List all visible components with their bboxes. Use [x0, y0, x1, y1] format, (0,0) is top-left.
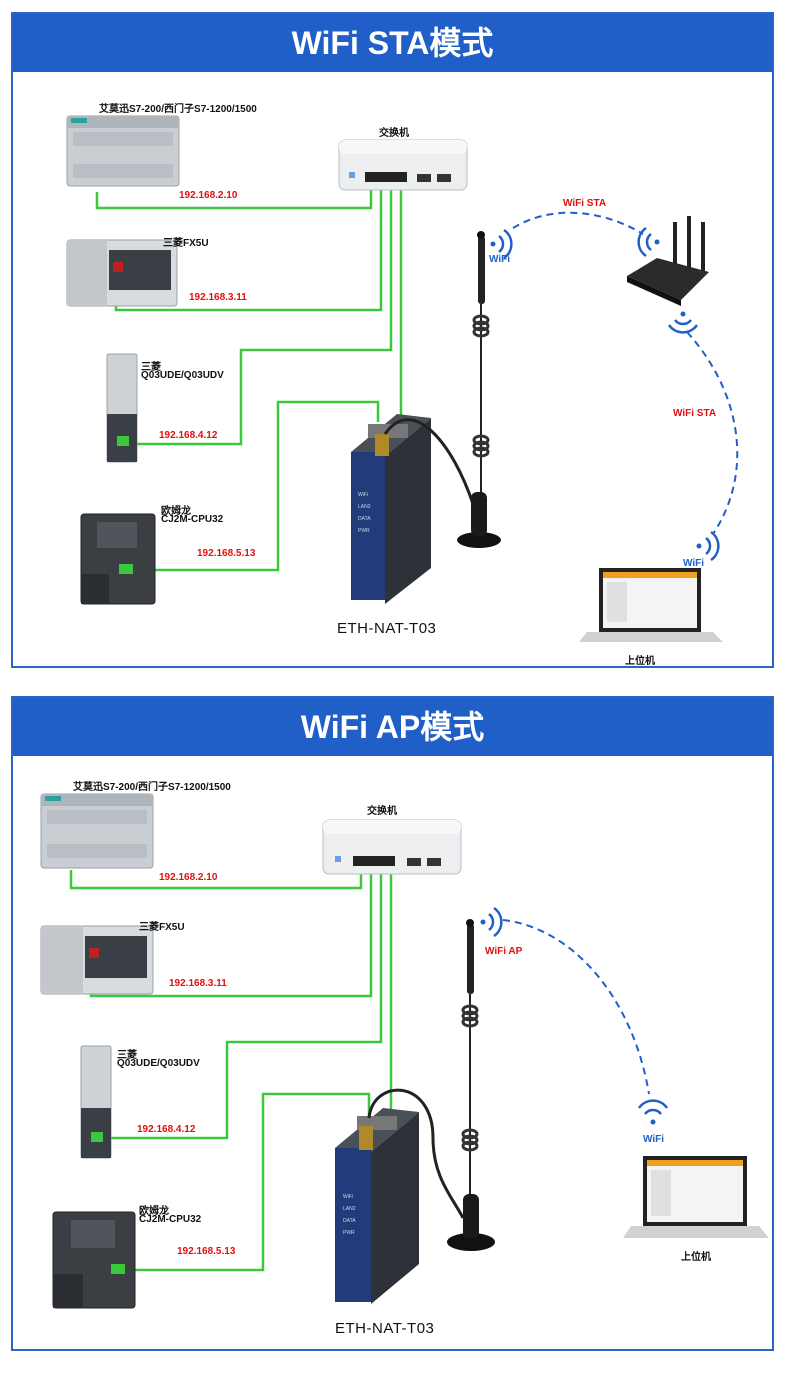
- ap-omron-label-1: 欧姆龙: [139, 1206, 169, 1217]
- ap-ip-siemens: 192.168.2.10: [159, 872, 218, 883]
- wifi-link-sta-2: [686, 331, 739, 535]
- cable-q03: [99, 860, 383, 1140]
- svg-text:PWR: PWR: [358, 528, 370, 534]
- svg-text:WiFi: WiFi: [358, 492, 368, 498]
- ap-ip-fx5u: 192.168.3.11: [169, 978, 227, 989]
- sta-wifi-link-label-1: WiFi STA: [563, 198, 607, 209]
- sta-switch-label: 交换机: [379, 128, 409, 139]
- laptop-image: [623, 1156, 769, 1238]
- ap-ip-omron: 192.168.5.13: [177, 1246, 236, 1257]
- ap-diagram: WiFi LAN2 DATA PWR: [40, 793, 769, 1309]
- ap-panel: WiFi AP模式: [11, 696, 774, 1351]
- siemens-plc-image: [40, 793, 154, 869]
- cable-omron: [131, 400, 380, 572]
- wifi-icon-pc: [696, 530, 720, 562]
- ap-siemens-label: 艾莫迅S7-200/西门子S7-1200/1500: [73, 782, 231, 793]
- wifi-icon-antenna: [490, 228, 513, 260]
- gateway-image: WiFi LAN2 DATA PWR: [335, 1088, 465, 1304]
- sta-gateway-model: ETH-NAT-T03: [337, 620, 437, 637]
- omron-image: [80, 513, 156, 605]
- laptop-image: [579, 568, 723, 642]
- svg-text:DATA: DATA: [343, 1218, 356, 1224]
- ap-title: WiFi AP模式: [13, 698, 772, 756]
- wifi-icon-router-bottom: [667, 311, 699, 334]
- switch-image: [322, 819, 462, 875]
- q03-image: [106, 353, 138, 463]
- sta-fx5u-label: 三菱FX5U: [163, 238, 209, 249]
- sta-pc-label: 上位机: [625, 656, 655, 667]
- sta-ip-q03: 192.168.4.12: [159, 430, 218, 441]
- siemens-plc-image: [66, 115, 180, 187]
- ap-wifi-antenna-label: WiFi AP: [485, 946, 523, 957]
- omron-image: [52, 1211, 136, 1309]
- wifi-link-sta-1: [512, 211, 644, 235]
- cable-omron: [125, 1092, 371, 1272]
- fx5u-image: [40, 925, 154, 995]
- wifi-icon-router-top: [637, 226, 660, 258]
- wifi-icon-pc: [637, 1099, 669, 1125]
- router-image: [627, 216, 709, 306]
- switch-image: [338, 139, 468, 191]
- ap-q03-label-2: Q03UDE/Q03UDV: [117, 1058, 200, 1069]
- ap-fx5u-label: 三菱FX5U: [139, 922, 185, 933]
- sta-ip-siemens: 192.168.2.10: [179, 190, 238, 201]
- gateway-image: WiFi LAN2 DATA PWR: [351, 414, 475, 604]
- sta-wifi-pc-label: WiFi: [683, 558, 705, 569]
- svg-text:LAN2: LAN2: [358, 504, 371, 510]
- ap-switch-label: 交换机: [367, 806, 397, 817]
- sta-q03-label-1: 三菱: [141, 362, 161, 373]
- sta-siemens-label: 艾莫迅S7-200/西门子S7-1200/1500: [99, 104, 257, 115]
- wifi-icon-antenna: [480, 906, 503, 938]
- sta-title: WiFi STA模式: [13, 14, 772, 72]
- antenna-image: [457, 231, 501, 548]
- sta-diagram: WiFi LAN2 DATA PWR: [66, 115, 739, 642]
- sta-ip-omron: 192.168.5.13: [197, 548, 256, 559]
- svg-text:DATA: DATA: [358, 516, 371, 522]
- ap-ip-q03: 192.168.4.12: [137, 1124, 196, 1135]
- ap-gateway-model: ETH-NAT-T03: [335, 1320, 435, 1337]
- ap-wifi-pc-label: WiFi: [643, 1134, 665, 1145]
- sta-panel: WiFi STA模式: [11, 12, 774, 668]
- ap-pc-label: 上位机: [681, 1252, 711, 1263]
- sta-wifi-link-label-2: WiFi STA: [673, 408, 717, 419]
- cable-q03: [125, 178, 393, 446]
- ap-omron-label-2: CJ2M-CPU32: [139, 1214, 202, 1225]
- sta-omron-label-2: CJ2M-CPU32: [161, 514, 224, 525]
- ap-q03-label-1: 三菱: [117, 1050, 137, 1061]
- svg-text:PWR: PWR: [343, 1230, 355, 1236]
- cable-siemens: [95, 178, 373, 210]
- antenna-image: [447, 919, 495, 1251]
- svg-text:LAN2: LAN2: [343, 1206, 356, 1212]
- svg-text:WiFi: WiFi: [343, 1194, 353, 1200]
- sta-ip-fx5u: 192.168.3.11: [189, 292, 247, 303]
- q03-image: [80, 1045, 112, 1159]
- sta-omron-label-1: 欧姆龙: [161, 506, 191, 517]
- sta-q03-label-2: Q03UDE/Q03UDV: [141, 370, 224, 381]
- fx5u-image: [66, 239, 178, 307]
- wifi-link-ap: [502, 919, 650, 1095]
- sta-wifi-antenna-label: WiFi: [489, 254, 511, 265]
